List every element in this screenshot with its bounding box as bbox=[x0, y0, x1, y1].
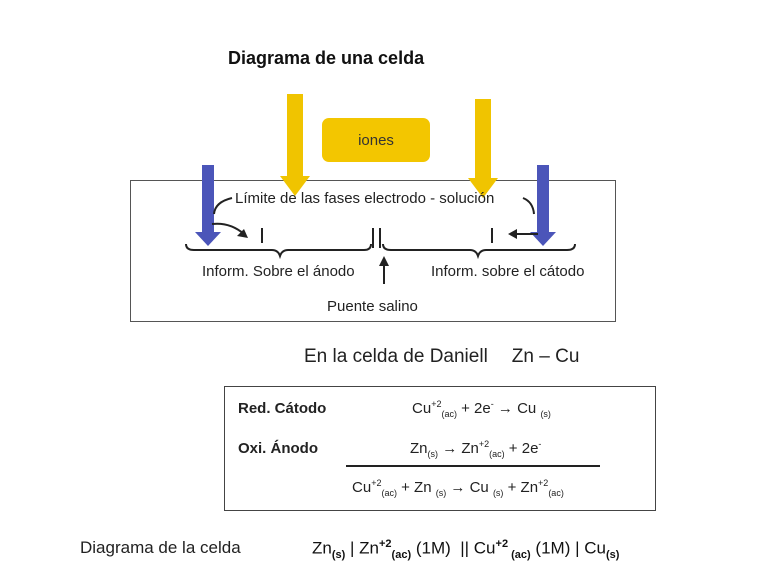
yellow-arrow-left-icon bbox=[280, 94, 310, 196]
reactions-box bbox=[224, 386, 656, 511]
phase-boundary-label: Límite de las fases electrodo - solución bbox=[235, 190, 495, 207]
salt-bridge-arrow-icon bbox=[379, 256, 389, 284]
sum-line bbox=[346, 465, 600, 467]
ions-label: iones bbox=[358, 131, 394, 149]
cell-notation: Zn(s) | Zn+2(ac) (1M) || Cu+2 (ac) (1M) … bbox=[312, 538, 620, 562]
salt-bridge-label: Puente salino bbox=[327, 298, 418, 315]
curved-arrow-left-icon bbox=[211, 222, 248, 238]
daniell-heading: En la celda de Daniell Zn – Cu bbox=[304, 346, 579, 368]
reaction-arrow-icon: → bbox=[497, 400, 513, 417]
anode-info-label: Inform. Sobre el ánodo bbox=[202, 263, 355, 280]
curl-right-top-icon bbox=[522, 197, 535, 215]
brace-cathode bbox=[382, 243, 576, 260]
yellow-arrow-right-icon bbox=[468, 99, 498, 198]
reduction-label: Red. Cátodo bbox=[238, 400, 327, 417]
oxidation-equation: Zn(s) → Zn+2(ac) + 2e- bbox=[410, 439, 542, 459]
daniell-intro: En la celda de Daniell bbox=[304, 346, 488, 367]
reduction-equation: Cu+2(ac) + 2e- → Cu (s) bbox=[412, 399, 551, 419]
oxidation-label: Oxi. Ánodo bbox=[238, 440, 318, 457]
page-title: Diagrama de una celda bbox=[228, 48, 425, 68]
overall-equation: Cu+2(ac) + Zn (s) → Cu (s) + Zn+2(ac) bbox=[352, 478, 564, 498]
ions-box: iones bbox=[322, 118, 430, 162]
reaction-arrow-icon: → bbox=[450, 479, 466, 496]
curl-left-top-icon bbox=[213, 197, 233, 215]
blue-arrow-right-icon bbox=[530, 165, 556, 246]
reaction-arrow-icon: → bbox=[442, 440, 458, 457]
cell-notation-label: Diagrama de la celda bbox=[80, 538, 241, 557]
blue-arrow-left-icon bbox=[195, 165, 221, 246]
curved-arrow-right-icon bbox=[508, 229, 538, 239]
brace-anode bbox=[185, 243, 372, 260]
daniell-couple: Zn – Cu bbox=[511, 346, 580, 367]
cathode-info-label: Inform. sobre el cátodo bbox=[431, 263, 585, 280]
